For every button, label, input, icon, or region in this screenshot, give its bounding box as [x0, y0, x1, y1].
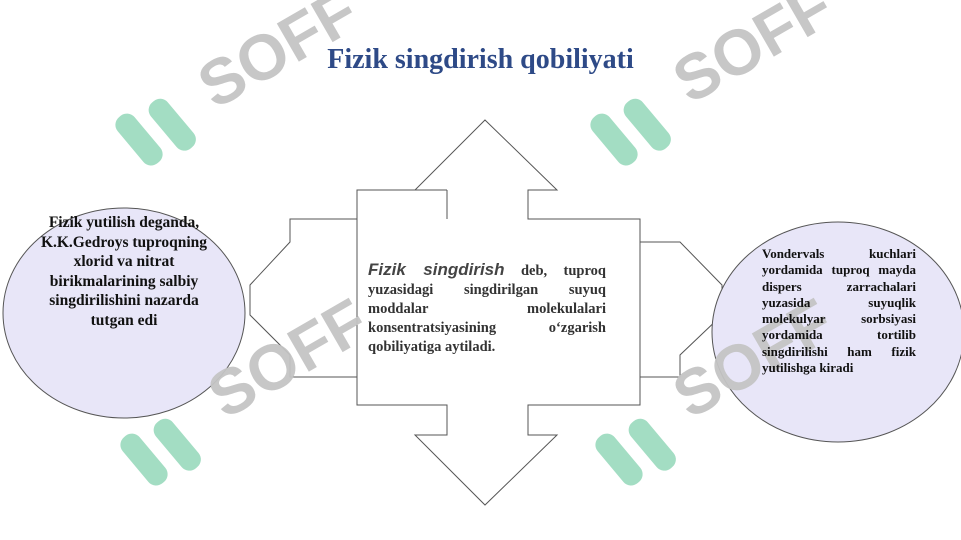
center-term: Fizik singdirish	[368, 260, 505, 279]
watermark-logo-icon	[595, 418, 676, 486]
page-title: Fizik singdirish qobiliyati	[327, 44, 634, 75]
left-ellipse	[2, 207, 246, 419]
watermark-logo-icon	[115, 98, 196, 166]
watermark-logo-icon	[590, 98, 671, 166]
center-definition-body: deb, tuproq yuzasidagi singdirilgan suyu…	[368, 263, 606, 355]
watermark-logo-icon	[120, 418, 201, 486]
right-ellipse-text: Vondervals kuchlari yordamida tuproq may…	[762, 246, 916, 376]
four-way-arrow	[249, 119, 723, 506]
left-ellipse-text: Fizik yutilish deganda, K.K.Gedroys tupr…	[40, 214, 208, 329]
center-definition: Fizik singdirish deb, tuproq yuzasidagi …	[368, 260, 606, 357]
right-ellipse	[711, 221, 961, 443]
